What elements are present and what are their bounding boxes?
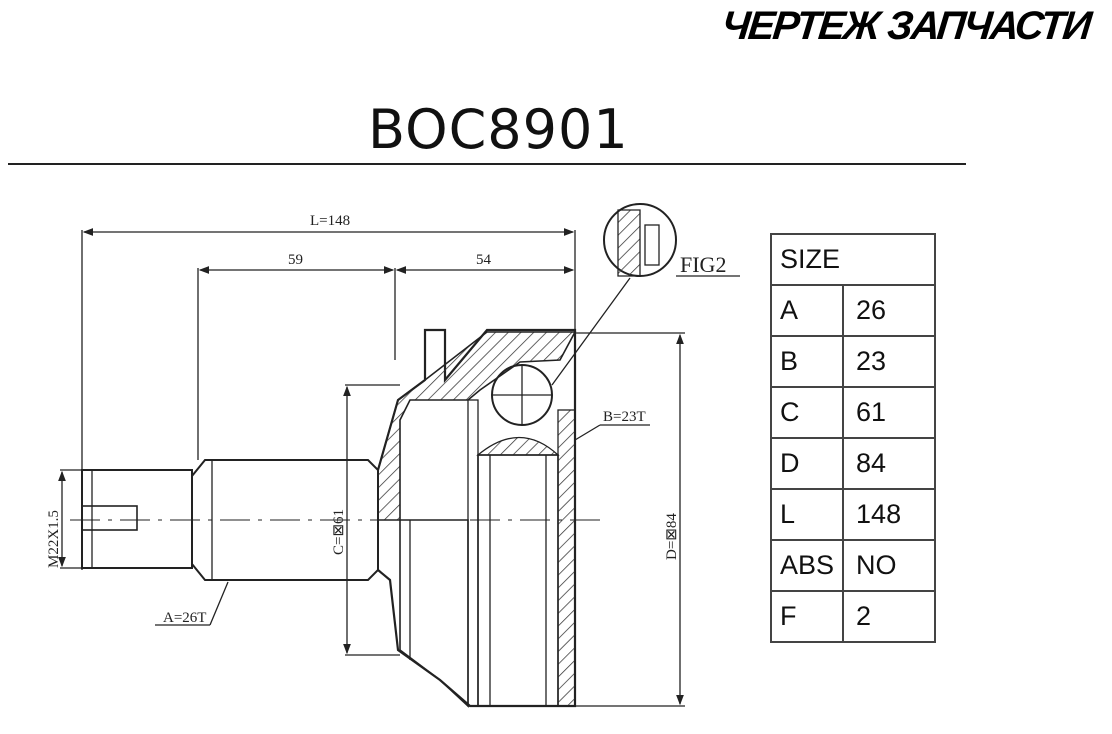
left-segment-label: 59	[288, 252, 303, 268]
spline-a-label: A=26T	[163, 610, 206, 626]
size-key: D	[769, 437, 845, 490]
size-value: 23	[842, 335, 937, 388]
part-number: BOC8901	[368, 98, 629, 161]
size-value: 148	[842, 488, 937, 541]
size-key: A	[769, 284, 845, 337]
dia-d-label: D=⊠84	[664, 513, 680, 560]
size-value: 61	[842, 386, 937, 439]
size-key: F	[769, 590, 845, 643]
spline-b-label: B=23T	[603, 409, 646, 425]
size-key: ABS	[769, 539, 845, 592]
fig2-label: FIG2	[680, 252, 726, 277]
right-segment-label: 54	[476, 252, 492, 268]
size-key: L	[769, 488, 845, 541]
size-key: C	[769, 386, 845, 439]
dia-c-label: C=⊠61	[331, 509, 347, 555]
title-divider	[8, 163, 966, 165]
size-value: 84	[842, 437, 937, 490]
size-value: NO	[842, 539, 937, 592]
size-key: B	[769, 335, 845, 388]
size-header: SIZE	[769, 233, 937, 286]
overall-length-label: L=148	[310, 213, 350, 229]
size-value: 26	[842, 284, 937, 337]
size-value: 2	[842, 590, 937, 643]
thread-label: M22X1.5	[46, 510, 62, 568]
